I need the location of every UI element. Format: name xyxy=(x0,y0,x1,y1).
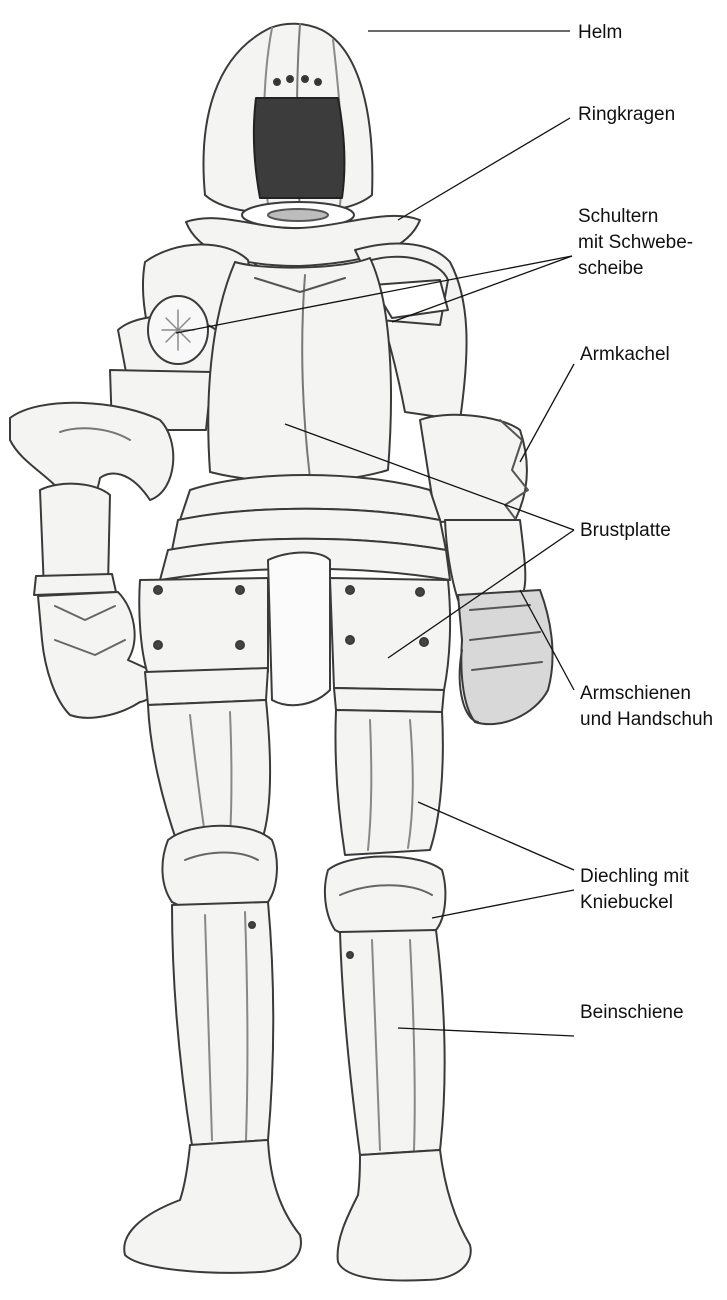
feet-drawing xyxy=(124,1140,471,1280)
label-schultern-line-2: mit Schwebe- xyxy=(578,230,693,256)
label-ringkragen-text: Ringkragen xyxy=(578,102,675,128)
breastplate-drawing xyxy=(208,258,391,482)
label-diechling-line-2: Kniebuckel xyxy=(580,890,689,916)
label-schultern-line-1: Schultern xyxy=(578,204,693,230)
label-diechling-line-1: Diechling mit xyxy=(580,864,689,890)
label-beinschiene-text: Beinschiene xyxy=(580,1000,684,1026)
label-armschienen-line-1: Armschienen xyxy=(580,681,713,707)
label-schultern-line-3: scheibe xyxy=(578,256,693,282)
label-diechling: Diechling mit Kniebuckel xyxy=(580,864,689,916)
leader-line-armkachel xyxy=(520,364,574,462)
label-armschienen: Armschienen und Handschuh xyxy=(580,681,713,733)
leader-line-diechling-2 xyxy=(432,890,574,918)
label-armkachel-text: Armkachel xyxy=(580,342,670,368)
label-armkachel: Armkachel xyxy=(580,342,670,368)
label-beinschiene: Beinschiene xyxy=(580,1000,684,1026)
label-schultern: Schultern mit Schwebe- scheibe xyxy=(578,204,693,282)
label-brustplatte-text: Brustplatte xyxy=(580,518,671,544)
label-helm-text: Helm xyxy=(578,20,622,46)
helmet-drawing xyxy=(204,24,373,228)
leader-line-ringkragen xyxy=(398,118,570,220)
label-ringkragen: Ringkragen xyxy=(578,102,675,128)
fauld-drawing xyxy=(139,475,450,712)
label-helm: Helm xyxy=(578,20,622,46)
label-brustplatte: Brustplatte xyxy=(580,518,671,544)
leader-line-diechling-1 xyxy=(418,802,574,870)
label-armschienen-line-2: und Handschuh xyxy=(580,707,713,733)
